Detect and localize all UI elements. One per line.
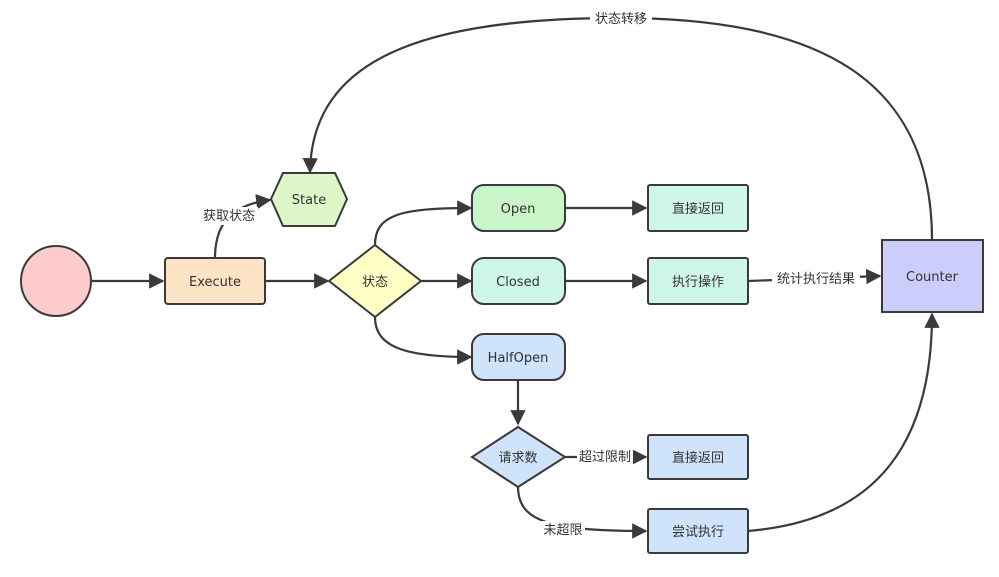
node-execute-label: Execute	[189, 275, 241, 290]
node-halfopen: HalfOpen	[471, 333, 566, 381]
edge-status-open	[373, 200, 473, 246]
edge-status-halfopen	[373, 316, 473, 365]
node-request-count: 请求数	[470, 425, 567, 489]
node-try-execute-label: 尝试执行	[672, 525, 724, 540]
node-halfopen-label: HalfOpen	[488, 351, 549, 366]
node-counter: Counter	[881, 239, 984, 313]
node-execute-op-label: 执行操作	[672, 274, 724, 290]
node-direct-return-limit-label: 直接返回	[672, 450, 724, 466]
edge-label-state-transition: 状态转移	[595, 12, 647, 27]
edge-label-over-limit: 超过限制	[579, 450, 631, 465]
node-status-label: 状态	[362, 275, 388, 290]
edge-label-stat-result: 统计执行结果	[777, 272, 855, 287]
edge-counter-state	[302, 16, 934, 241]
node-closed: Closed	[471, 257, 566, 305]
node-closed-label: Closed	[496, 275, 540, 290]
node-status: 状态	[327, 243, 423, 319]
node-execute-op: 执行操作	[647, 257, 749, 305]
node-direct-return-limit: 直接返回	[647, 434, 749, 480]
node-counter-label: Counter	[906, 270, 959, 285]
node-try-execute: 尝试执行	[647, 508, 749, 554]
node-request-count-label: 请求数	[498, 451, 537, 466]
edge-label-get-state: 获取状态	[203, 209, 255, 224]
node-execute: Execute	[164, 257, 266, 305]
node-direct-return-open-label: 直接返回	[672, 201, 724, 217]
node-direct-return-open: 直接返回	[647, 184, 749, 232]
node-state-label: State	[292, 193, 326, 208]
edge-try-counter	[747, 312, 940, 533]
node-open: Open	[471, 184, 566, 232]
node-state: State	[269, 172, 349, 227]
node-open-label: Open	[501, 202, 536, 217]
start-node	[20, 245, 92, 317]
edge-label-not-over-limit: 未超限	[543, 523, 582, 538]
